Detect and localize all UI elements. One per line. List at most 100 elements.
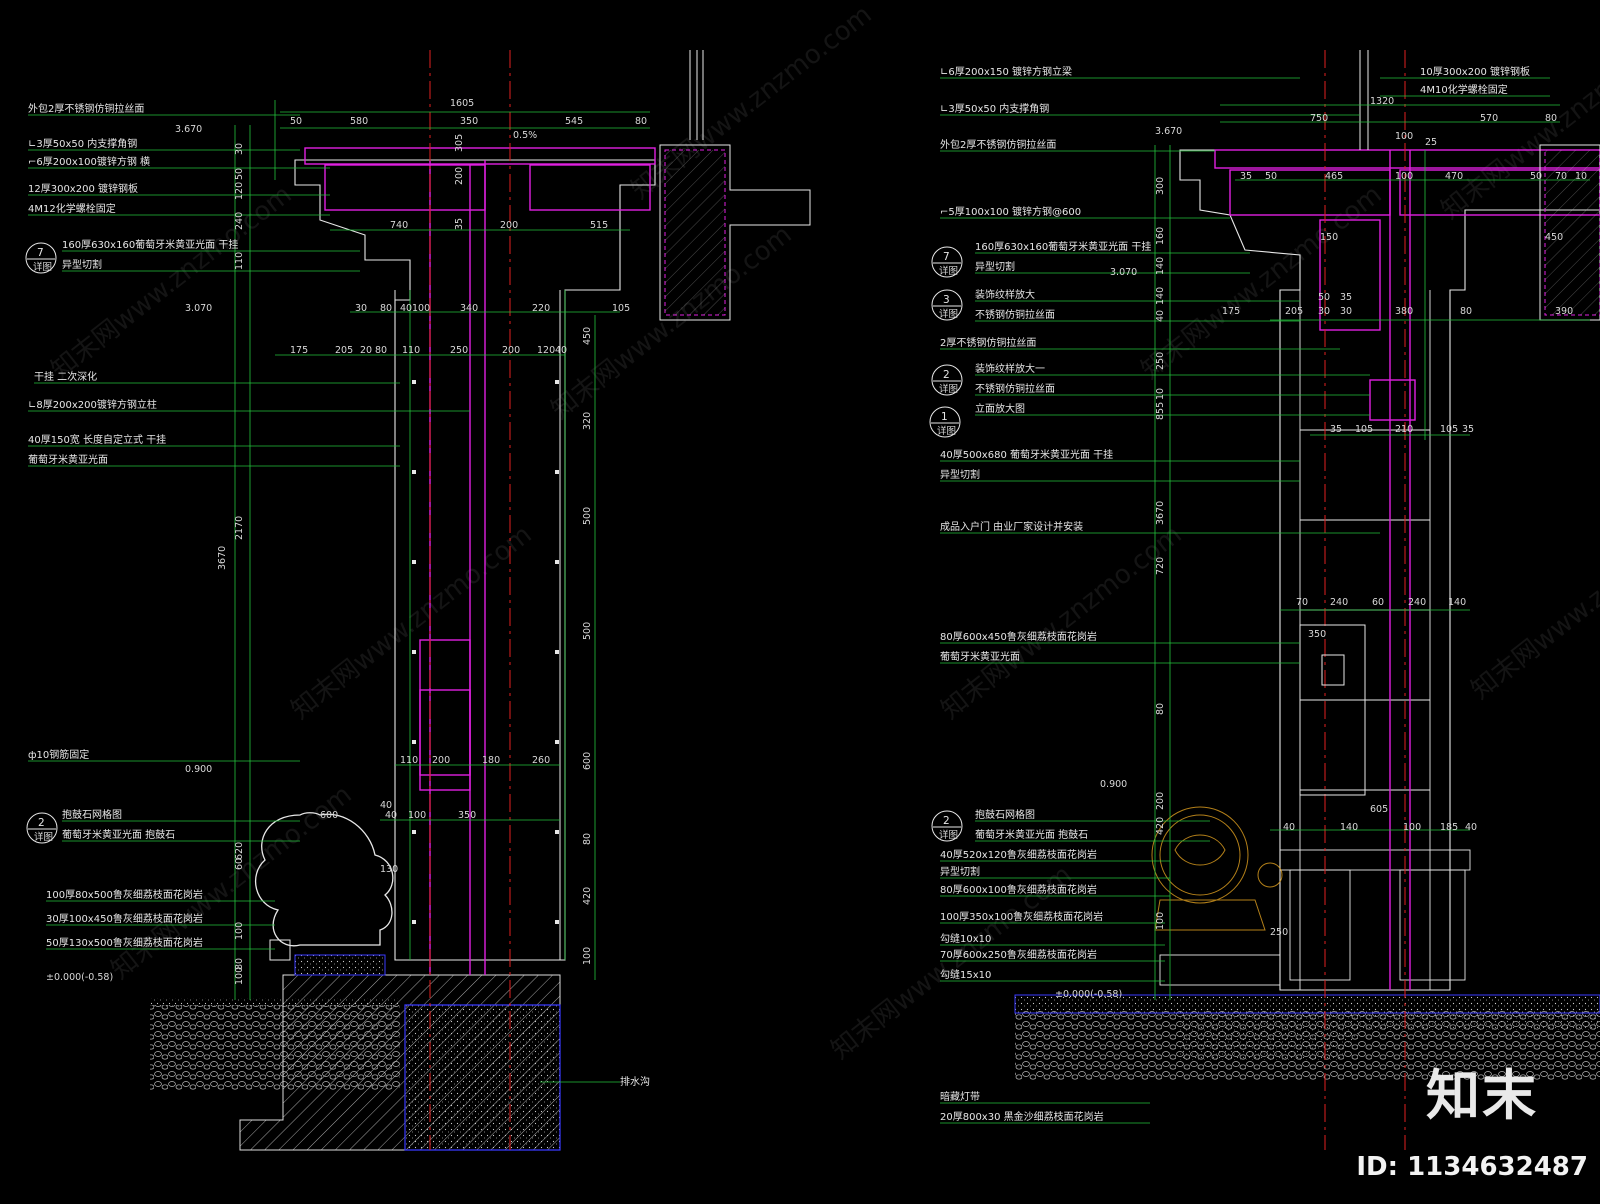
left-row3-dimension: 110 [402, 345, 420, 356]
detail-tag-circle [929, 406, 961, 438]
left-row3-dimension: 80 [375, 345, 387, 356]
left-beam-dimension: 200 [500, 220, 518, 231]
right-vertical-dimension: 160 [1155, 227, 1166, 245]
right-beam-dimension: 465 [1325, 171, 1343, 182]
right-top-dimension: 80 [1545, 113, 1557, 124]
detail-tag-number: 3 [943, 294, 950, 306]
left-top-dimension: 80 [635, 116, 647, 127]
anchor-bolt [555, 920, 559, 924]
right-lower-dimension: 35 [1330, 424, 1342, 435]
right-callout: ∟6厚200x150 镀锌方钢立梁 [940, 65, 1072, 78]
right-callout: 异型切割 [940, 468, 980, 481]
right-callout: 不锈钢仿铜拉丝面 [975, 308, 1055, 321]
left-row3-dimension: 200 [502, 345, 520, 356]
right-top-dimension: 1320 [1370, 96, 1394, 107]
right-callout: 立面放大图 [975, 402, 1025, 415]
left-top-dimension: 1605 [450, 98, 474, 109]
detail-tag-sub: 详图 [34, 831, 53, 843]
brand-logo-text: 知末 [1426, 1064, 1538, 1127]
right-annotations: ∟6厚200x150 镀锌方钢立梁∟3厚50x50 内支撑角钢外包2厚不锈钢仿铜… [929, 65, 1587, 1123]
anchor-bolt [555, 650, 559, 654]
right-base-dimension: 40 [1283, 822, 1295, 833]
right-entrance-door [1299, 624, 1366, 796]
anchor-bolt [412, 650, 416, 654]
left-right-vertical-dimension: 320 [582, 412, 593, 430]
left-row3-dimension: 175 [290, 345, 308, 356]
left-drum-stone [255, 812, 394, 947]
left-callout: 葡萄牙米黄亚光面 抱鼓石 [62, 828, 175, 841]
watermark-text: 知末网www.znzmo.com [1466, 500, 1600, 706]
detail-tag-number: 2 [943, 369, 950, 381]
right-lower-dimension: 105 [1355, 424, 1373, 435]
left-row2-dimension: 30 [355, 303, 367, 314]
right-detail-tag: 2详图 [931, 810, 963, 842]
right-callout: 40厚500x680 葡萄牙米黄亚光面 干挂 [940, 448, 1113, 461]
right-section-drawing [940, 50, 1600, 1150]
right-callout: 暗藏灯带 [940, 1090, 980, 1103]
right-beam-dimension: 470 [1445, 171, 1463, 182]
right-beam-dimension: 50 [1530, 171, 1542, 182]
right-mid-dimension: 50 [1318, 292, 1330, 303]
left-row3-dimension: 40 [555, 345, 567, 356]
right-lower-dimension: 35 [1462, 424, 1474, 435]
left-vertical-dimension: 100 [234, 922, 245, 940]
watermark-text: 知末网www.znzmo.com [286, 520, 538, 726]
detail-tag-sub: 详图 [937, 425, 956, 437]
left-right-vertical-dimension: 80 [582, 833, 593, 845]
right-mid-dimension: 150 [1320, 232, 1338, 243]
right-base-slab [1180, 1000, 1600, 1060]
right-detail-tag: 3详图 [931, 289, 963, 321]
anchor-bolt [555, 830, 559, 834]
left-right-vertical-dimension: 600 [582, 752, 593, 770]
right-callout: 40厚520x120鲁灰细荔枝面花岗岩 [940, 848, 1097, 861]
right-level-mark: ±0.000(-0.58) [1055, 989, 1122, 1000]
left-footing [404, 1004, 561, 1151]
left-top-dimension: 50 [290, 116, 302, 127]
right-callout: 葡萄牙米黄亚光面 抱鼓石 [975, 828, 1088, 841]
right-vertical-dimension: 300 [1155, 177, 1166, 195]
left-callout: 葡萄牙米黄亚光面 [28, 453, 108, 466]
left-right-vertical-dimension: 500 [582, 507, 593, 525]
right-callout: 异型切割 [975, 260, 1015, 273]
left-base-dimension: 130 [380, 864, 398, 875]
right-detail-tag: 7详图 [931, 246, 963, 278]
right-mid-dimension: 175 [1222, 306, 1240, 317]
anchor-bolt [412, 560, 416, 564]
left-beam-dimension: 200 [454, 167, 465, 185]
left-slope-label: 0.5% [513, 130, 537, 141]
right-mid-dimension: 205 [1285, 306, 1303, 317]
right-level-mark: 0.900 [1100, 779, 1127, 790]
anchor-bolt [555, 470, 559, 474]
detail-tag-circle [931, 364, 963, 396]
right-callout: 成品入户门 由业厂家设计并安装 [940, 520, 1083, 533]
right-mid-dimension: 390 [1555, 306, 1573, 317]
detail-tag-number: 2 [38, 817, 45, 829]
left-level-mark: ±0.000(-0.58) [46, 972, 113, 983]
right-base-dimension: 250 [1270, 927, 1288, 938]
left-dimension-lines [234, 100, 650, 1000]
right-vertical-dimension: 720 [1155, 557, 1166, 575]
right-callout: 160厚630x160葡萄牙米黄亚光面 干挂 [975, 240, 1151, 253]
left-right-vertical-dimension: 450 [582, 327, 593, 345]
anchor-bolt [412, 380, 416, 384]
left-leader-lines [28, 114, 620, 1083]
left-row3-dimension: 20 [360, 345, 372, 356]
right-callout: 80厚600x100鲁灰细荔枝面花岗岩 [940, 883, 1097, 896]
right-top-note: 4M10化学螺栓固定 [1420, 83, 1508, 96]
right-vertical-dimension: 420 [1155, 817, 1166, 835]
left-right-vertical-dimension: 500 [582, 622, 593, 640]
left-vertical-dimension: 240 [234, 212, 245, 230]
right-vertical-dimension: 40 [1155, 310, 1166, 322]
detail-tag-circle [26, 812, 58, 844]
right-mid-dimension: 35 [1340, 292, 1352, 303]
right-callout: 勾缝15x10 [940, 968, 991, 981]
left-base-dimension: 40 [380, 800, 392, 811]
detail-tag-sub: 详图 [939, 829, 958, 841]
left-callout: ⌐6厚200x100镀锌方钢 横 [28, 155, 150, 168]
detail-tag-sub: 详图 [939, 383, 958, 395]
left-beam-dimension: 515 [590, 220, 608, 231]
right-dimension-lines [1154, 104, 1590, 1000]
anchor-bolt [555, 380, 559, 384]
right-vertical-dimension: 80 [1155, 703, 1166, 715]
